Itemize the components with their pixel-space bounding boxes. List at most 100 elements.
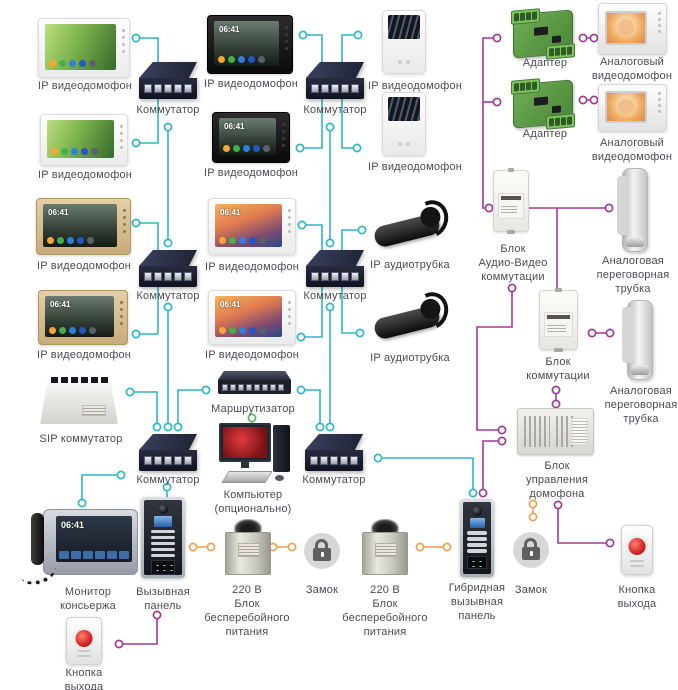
monitor-buttons (288, 209, 291, 233)
call-panel-device (141, 497, 185, 578)
screen-clock: 06:41 (50, 300, 71, 309)
pc-keyboard (221, 471, 273, 483)
app-icons (49, 60, 96, 67)
monitor-screen (605, 10, 647, 45)
label-ups-2: 220 В Блок бесперебойного питания (342, 584, 428, 638)
app-icons (49, 327, 96, 334)
label-ip-monitor-white-2: IP видеодомофон (37, 169, 133, 181)
network-switch-1 (139, 62, 197, 99)
router-device (218, 371, 291, 394)
monitor-buttons (383, 142, 425, 146)
monitor-buttons (658, 12, 662, 33)
label-lock-2: Замок (514, 584, 548, 596)
monitor-buttons (282, 123, 285, 147)
camera-lens (158, 504, 168, 514)
label-switch-4: Коммутатор (303, 290, 367, 302)
ip-video-intercom-compact-1 (382, 10, 426, 74)
network-switch-5 (139, 434, 197, 471)
monitor-screen (388, 15, 420, 40)
label-lock-1: Замок (305, 584, 339, 596)
label-hybrid-panel: Гибридная вызывная панель (448, 582, 506, 622)
label-ip-monitor-beige-1: IP видеодомофон (36, 260, 132, 272)
concierge-monitor-device: 06:41 (17, 504, 138, 589)
label-exit-button-1: Кнопка выхода (64, 667, 104, 690)
network-switch-4 (306, 250, 364, 287)
monitor-screen (388, 97, 420, 122)
label-switch-5: Коммутатор (136, 474, 200, 486)
monitor-screen: 06:41 (56, 516, 132, 562)
label-ip-handset-1: IP аудиотрубка (370, 259, 450, 271)
monitor-buttons (658, 92, 662, 114)
analog-video-intercom-2 (598, 84, 667, 132)
commutation-block-device (539, 288, 578, 352)
network-switch-3 (139, 250, 197, 287)
ip-audio-handset-2 (368, 287, 454, 348)
label-switch-3: Коммутатор (136, 290, 200, 302)
monitor-buttons (122, 29, 125, 53)
monitor-screen: 06:41 (219, 118, 276, 155)
label-adapter-1: Адаптер (522, 57, 568, 69)
label-concierge-monitor: Монитор консьержа (60, 586, 116, 612)
camera-lens (472, 506, 482, 516)
monitor-screen (47, 120, 114, 158)
sip-ports (40, 377, 118, 383)
exit-button-device-2 (621, 525, 653, 575)
label-av-commutation-block: Блок Аудио-Видео коммутации (478, 243, 548, 283)
monitor-screen: 06:41 (43, 204, 117, 247)
computer-device (219, 423, 293, 485)
app-icons (223, 145, 270, 152)
label-ip-monitor-compact-1: IP видеодомофон (367, 80, 463, 92)
monitor-buttons (288, 301, 291, 325)
label-analog-handset-1: Аналоговая переговорная трубка (596, 255, 670, 295)
label-switch-1: Коммутатор (136, 104, 200, 116)
ip-video-intercom-black-2: 06:41 (212, 112, 290, 163)
lock-icon (513, 532, 549, 568)
monitor-buttons (120, 301, 123, 325)
pc-tower (273, 425, 290, 472)
keypad (467, 555, 487, 569)
av-commutation-block-device (493, 168, 529, 234)
label-sip-switch: SIP коммутатор (39, 433, 123, 445)
label-control-block: Блок управления домофона (526, 460, 588, 500)
adapter-board-1 (511, 8, 575, 60)
handset (31, 513, 44, 565)
screen-clock: 06:41 (48, 208, 69, 217)
label-ip-monitor-sunset-2: IP видеодомофон (204, 349, 300, 361)
keypad (151, 560, 175, 576)
label-analog-handset-2: Аналоговая переговорная трубка (604, 385, 678, 425)
adapter-board-2 (511, 78, 575, 130)
ip-video-intercom-black-1: 06:41 (207, 15, 293, 74)
label-analog-intercom-2: Аналоговый видеодомофон (591, 137, 673, 163)
ip-video-intercom-sunset-1: 06:41 (208, 198, 296, 255)
label-ip-handset-2: IP аудиотрубка (370, 352, 450, 364)
monitor-buttons (120, 125, 123, 149)
label-analog-intercom-1: Аналоговый видеодомофон (591, 56, 673, 82)
monitor-screen (45, 24, 116, 70)
app-icons (218, 56, 265, 63)
label-ups-1: 220 В Блок бесперебойного питания (204, 584, 290, 638)
app-icons (219, 237, 266, 244)
screen-clock: 06:41 (224, 122, 245, 131)
ip-video-intercom-beige-2: 06:41 (38, 290, 128, 345)
label-ip-monitor-black-2: IP видеодомофон (203, 167, 299, 179)
monitor-screen: 06:41 (215, 296, 282, 337)
ups-device-2 (362, 519, 408, 575)
label-switch-6: Коммутатор (302, 474, 366, 486)
label-ip-monitor-sunset-1: IP видеодомофон (204, 261, 300, 273)
label-call-panel: Вызывная панель (136, 586, 190, 612)
screen-softkeys (59, 551, 129, 559)
monitor-screen: 06:41 (214, 21, 279, 66)
network-switch-2 (306, 62, 364, 99)
hybrid-call-panel-device (460, 499, 494, 577)
label-computer: Компьютер (опционально) (214, 489, 292, 515)
monitor-screen: 06:41 (215, 204, 282, 247)
screen-clock: 06:41 (220, 208, 241, 217)
exit-button-device-1 (66, 617, 102, 665)
pc-mouse (275, 475, 284, 481)
monitor-buttons (383, 60, 425, 64)
ip-video-intercom-beige-1: 06:41 (36, 198, 131, 255)
ups-device-1 (225, 519, 271, 575)
network-switch-6 (305, 434, 363, 471)
screen-clock: 06:41 (219, 25, 240, 34)
app-icons (47, 237, 94, 244)
